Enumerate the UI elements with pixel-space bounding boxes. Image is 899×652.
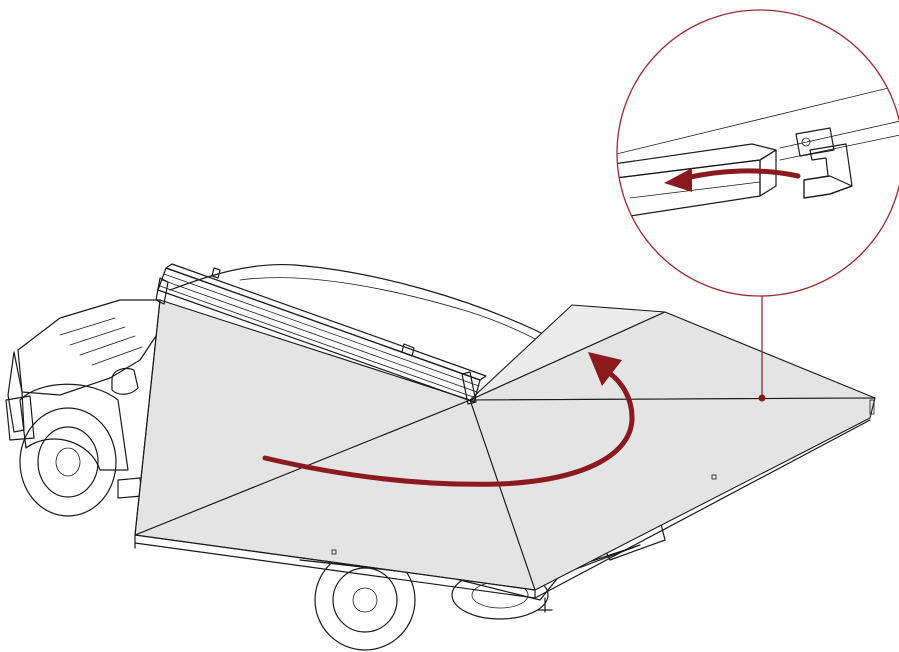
curved-arrow-head bbox=[588, 352, 622, 386]
awning-case-groove-2 bbox=[159, 285, 477, 399]
awning-left-edge bbox=[134, 299, 161, 549]
tow-hitch bbox=[537, 597, 553, 613]
awning-mount-bracket-1 bbox=[211, 267, 221, 279]
vehicle-mirror bbox=[111, 367, 139, 395]
curved-arrow-icon bbox=[262, 369, 635, 487]
callout-dot-icon bbox=[758, 394, 766, 402]
grommet-1 bbox=[331, 549, 337, 555]
awning-hem-front bbox=[134, 534, 536, 599]
zoom-awning-case-end bbox=[759, 149, 777, 197]
callout-circle-border bbox=[616, 9, 899, 297]
hood-vent-3 bbox=[79, 335, 136, 356]
awning-case-endcap bbox=[155, 277, 169, 305]
awning-hem-right bbox=[534, 419, 871, 599]
main-arrow bbox=[262, 352, 635, 487]
awning-mount-bracket-2 bbox=[401, 343, 415, 357]
awning bbox=[134, 299, 876, 599]
zoom-rail-top bbox=[779, 119, 899, 149]
vehicle-bumper bbox=[5, 395, 35, 441]
side-step bbox=[117, 477, 143, 499]
callout-circle-bg bbox=[617, 10, 899, 296]
detail-arrow-head bbox=[664, 168, 692, 192]
awning-case-groove-1 bbox=[161, 279, 478, 393]
awning-case-top bbox=[165, 263, 487, 381]
hood-vent-4 bbox=[91, 346, 143, 366]
hood-vent-2 bbox=[69, 326, 126, 346]
grommet-3 bbox=[869, 399, 875, 415]
awning-case-groove-3 bbox=[163, 273, 480, 387]
awning-case-end-right bbox=[461, 371, 477, 405]
zoom-bracket-plate bbox=[795, 127, 835, 157]
zoom-bracket-foot bbox=[803, 175, 853, 199]
detail-callout bbox=[616, 9, 899, 402]
grommet-2 bbox=[711, 474, 717, 480]
front-wheel bbox=[19, 407, 117, 517]
zoom-case-ridge bbox=[629, 181, 761, 199]
zoom-bracket-hole bbox=[801, 137, 811, 147]
vehicle-grille bbox=[7, 351, 25, 433]
zoom-roof-line bbox=[617, 83, 899, 159]
vehicle-roof-inner bbox=[239, 277, 566, 357]
zoom-detail bbox=[617, 83, 899, 219]
hood-vent-1 bbox=[59, 317, 116, 336]
vehicle-hood bbox=[17, 299, 161, 396]
vehicle-front-fender bbox=[19, 383, 129, 471]
curved-arrow-icon bbox=[683, 168, 801, 181]
awning-panel-front-right bbox=[469, 397, 876, 591]
awning-case bbox=[155, 263, 487, 405]
